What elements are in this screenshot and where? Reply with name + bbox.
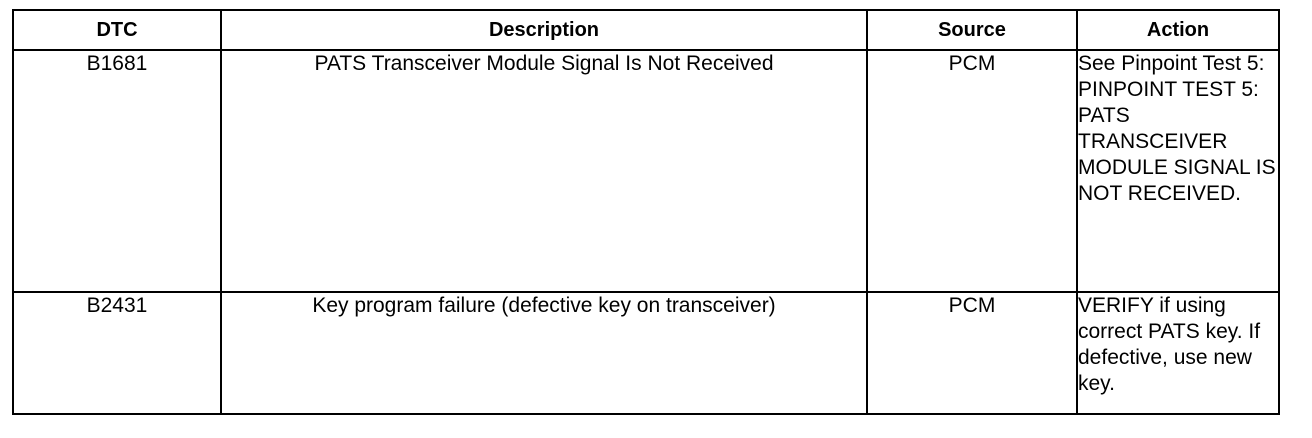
source-cell: PCM bbox=[866, 291, 1078, 415]
column-header-source: Source bbox=[866, 9, 1078, 51]
column-header-description: Description bbox=[220, 9, 868, 51]
table-row: B1681 PATS Transceiver Module Signal Is … bbox=[12, 49, 1280, 293]
source-cell: PCM bbox=[866, 49, 1078, 293]
action-cell: VERIFY if using correct PATS key. If def… bbox=[1076, 291, 1280, 415]
description-cell: Key program failure (defective key on tr… bbox=[220, 291, 868, 415]
action-cell: See Pinpoint Test 5: PINPOINT TEST 5: PA… bbox=[1076, 49, 1280, 293]
table-row: B2431 Key program failure (defective key… bbox=[12, 291, 1280, 415]
column-header-action: Action bbox=[1076, 9, 1280, 51]
dtc-code-cell: B2431 bbox=[12, 291, 222, 415]
column-header-dtc: DTC bbox=[12, 9, 222, 51]
table-header-row: DTC Description Source Action bbox=[12, 9, 1280, 51]
dtc-code-cell: B1681 bbox=[12, 49, 222, 293]
description-cell: PATS Transceiver Module Signal Is Not Re… bbox=[220, 49, 868, 293]
dtc-table: DTC Description Source Action B1681 PATS… bbox=[12, 9, 1280, 415]
